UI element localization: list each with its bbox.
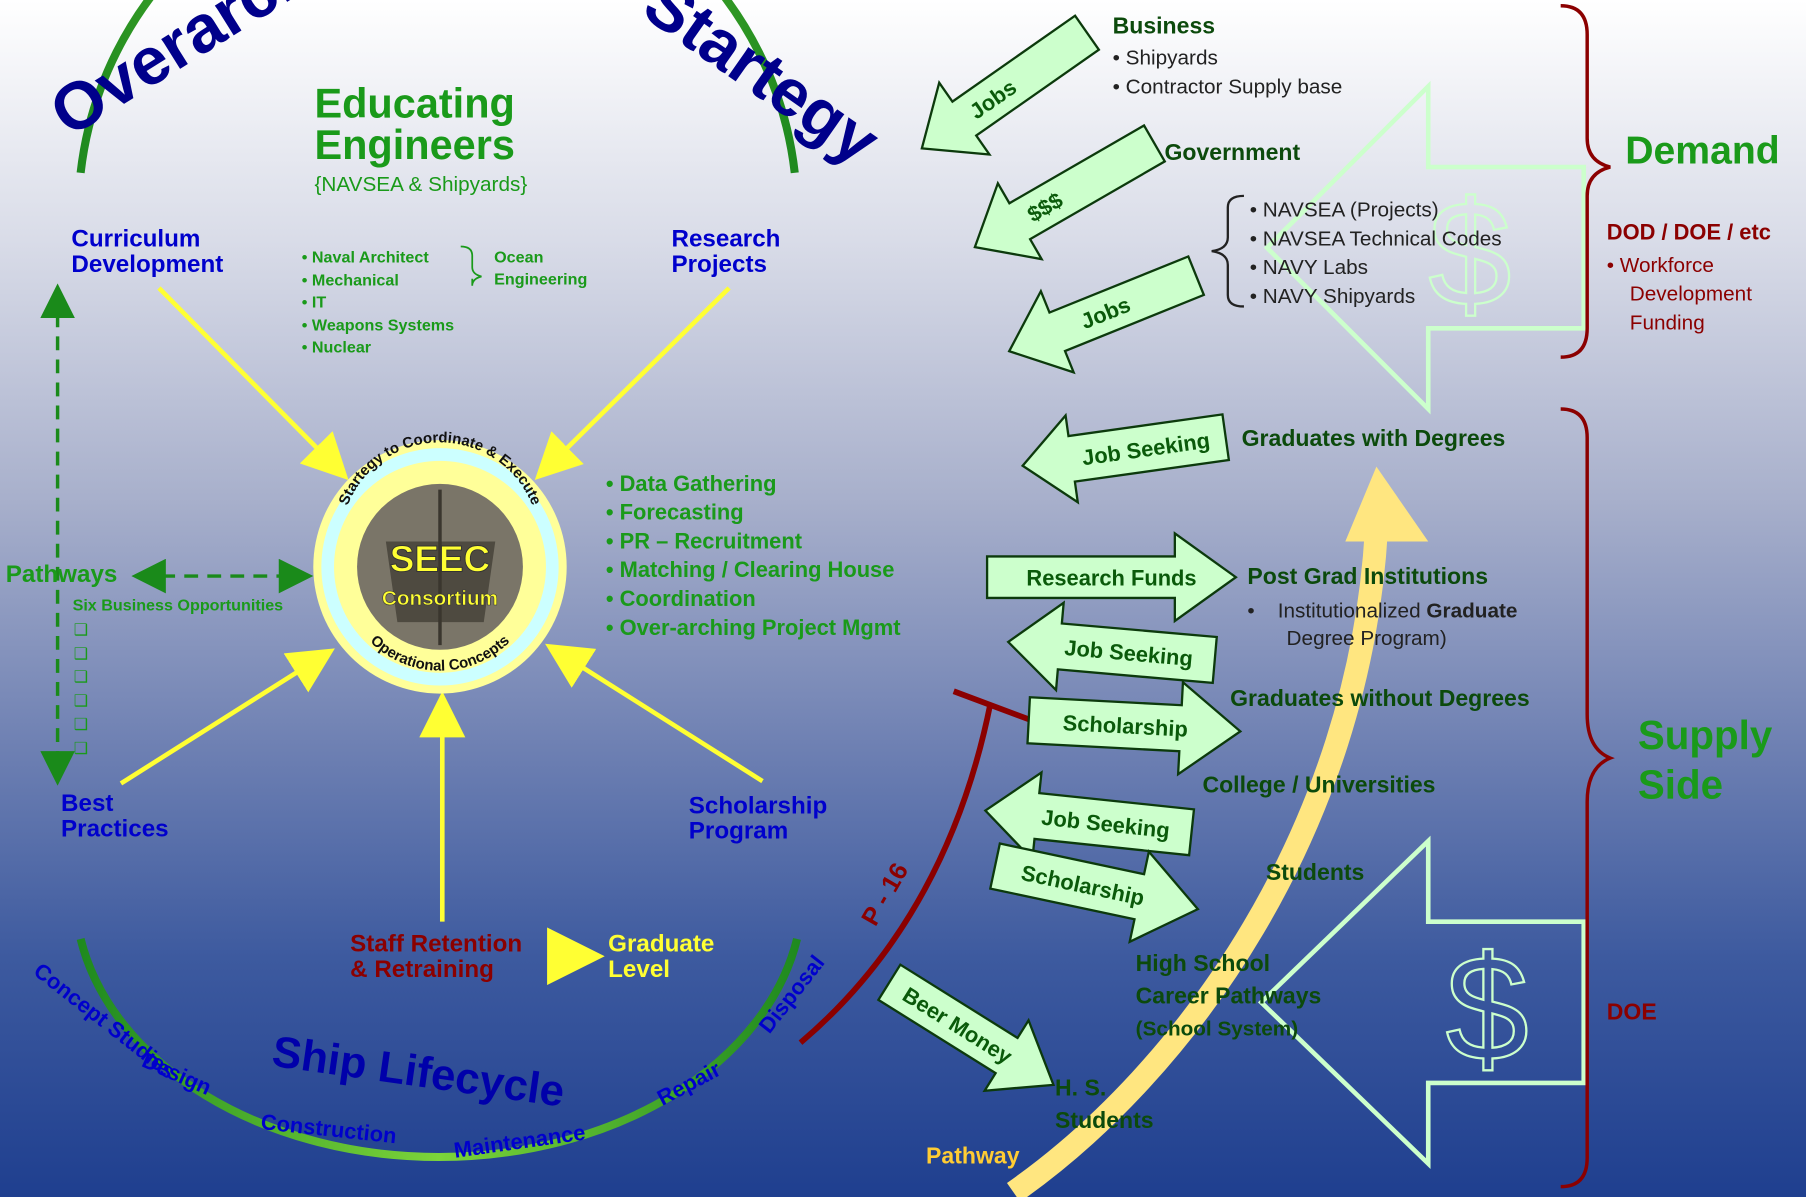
spoke-research xyxy=(534,286,731,480)
ocean-brace xyxy=(460,245,482,286)
beer-money-arrow xyxy=(876,963,1056,1093)
government-title: Government xyxy=(1164,140,1301,166)
hub-name-consortium: Consortium xyxy=(382,587,498,610)
spoke-best xyxy=(119,648,335,786)
svg-text:Research Funds: Research Funds xyxy=(1026,565,1196,590)
pathway-arrowhead xyxy=(1345,466,1429,542)
jobs-arrow-1 xyxy=(920,14,1101,156)
pathway-label: Pathway xyxy=(926,1144,1020,1170)
pathways-label: Pathways xyxy=(5,561,118,588)
demand-items: Workforce Development Funding xyxy=(1607,251,1752,337)
grads-with-degrees: Graduates with Degrees xyxy=(1241,426,1506,452)
disciplines-list: Naval Architect Mechanical IT Weapons Sy… xyxy=(302,247,454,359)
post-grad-sub: • Institutionalized Graduate Degree Prog… xyxy=(1247,599,1518,650)
students-label: Students xyxy=(1265,860,1365,886)
pathway-arc xyxy=(1006,529,1388,1197)
stage-maintenance: Maintenance xyxy=(452,1120,587,1163)
p16-bracket xyxy=(798,702,994,1045)
supply-brace xyxy=(1560,407,1615,1189)
hub-name-seec: SEEC xyxy=(390,538,490,579)
college-universities: College / Universities xyxy=(1202,773,1436,799)
top-arc-line xyxy=(76,0,799,174)
scholarship-arrow-2 xyxy=(988,842,1200,944)
business-list: Shipyards Contractor Supply base xyxy=(1113,44,1343,102)
functions-list: Data Gathering Forecasting PR – Recruitm… xyxy=(606,470,901,643)
lifecycle-arc-line xyxy=(76,937,801,1162)
hs-students-label: H. S.Students xyxy=(1055,1076,1154,1134)
demand-label: Demand xyxy=(1625,129,1780,173)
government-brace xyxy=(1211,194,1244,308)
business-title: Business xyxy=(1112,13,1216,40)
six-opportunities: Six Business Opportunities xyxy=(72,595,284,615)
job-seeking-arrow-1 xyxy=(1020,412,1231,505)
research-funds-arrow xyxy=(985,531,1238,624)
scholarship-arrow-1 xyxy=(1026,679,1243,777)
lifecycle-title: Ship Lifecycle xyxy=(269,1027,567,1116)
government-list: NAVSEA (Projects) NAVSEA Technical Codes… xyxy=(1250,196,1502,311)
supply-hollow-arrow xyxy=(1257,835,1587,1170)
jobs-arrow-2 xyxy=(1007,254,1206,375)
spoke-scholarship xyxy=(545,643,764,784)
grads-without-degrees: Graduates without Degrees xyxy=(1230,686,1530,712)
spoke-curriculum xyxy=(157,286,349,481)
staff-retention-label: Staff Retention& Retraining xyxy=(350,930,523,983)
educating-sub: {NAVSEA & Shipyards} xyxy=(314,172,528,196)
job-seeking-arrow-2 xyxy=(1006,600,1219,693)
stage-design: Design xyxy=(138,1047,215,1100)
dod-label: DOD / DOE / etc xyxy=(1606,221,1771,246)
dollar-supply: $ xyxy=(1446,924,1529,1092)
stage-repair: Repair xyxy=(653,1056,725,1110)
money-arrow xyxy=(973,123,1167,261)
opportunity-boxes xyxy=(74,618,88,760)
doe-label: DOE xyxy=(1606,1000,1657,1026)
top-arc-title-left: Overarch xyxy=(38,0,326,151)
demand-brace xyxy=(1560,4,1611,359)
post-grad-institutions: Post Grad Institutions xyxy=(1247,564,1489,590)
top-arc-title-right: Startegy xyxy=(631,0,892,179)
